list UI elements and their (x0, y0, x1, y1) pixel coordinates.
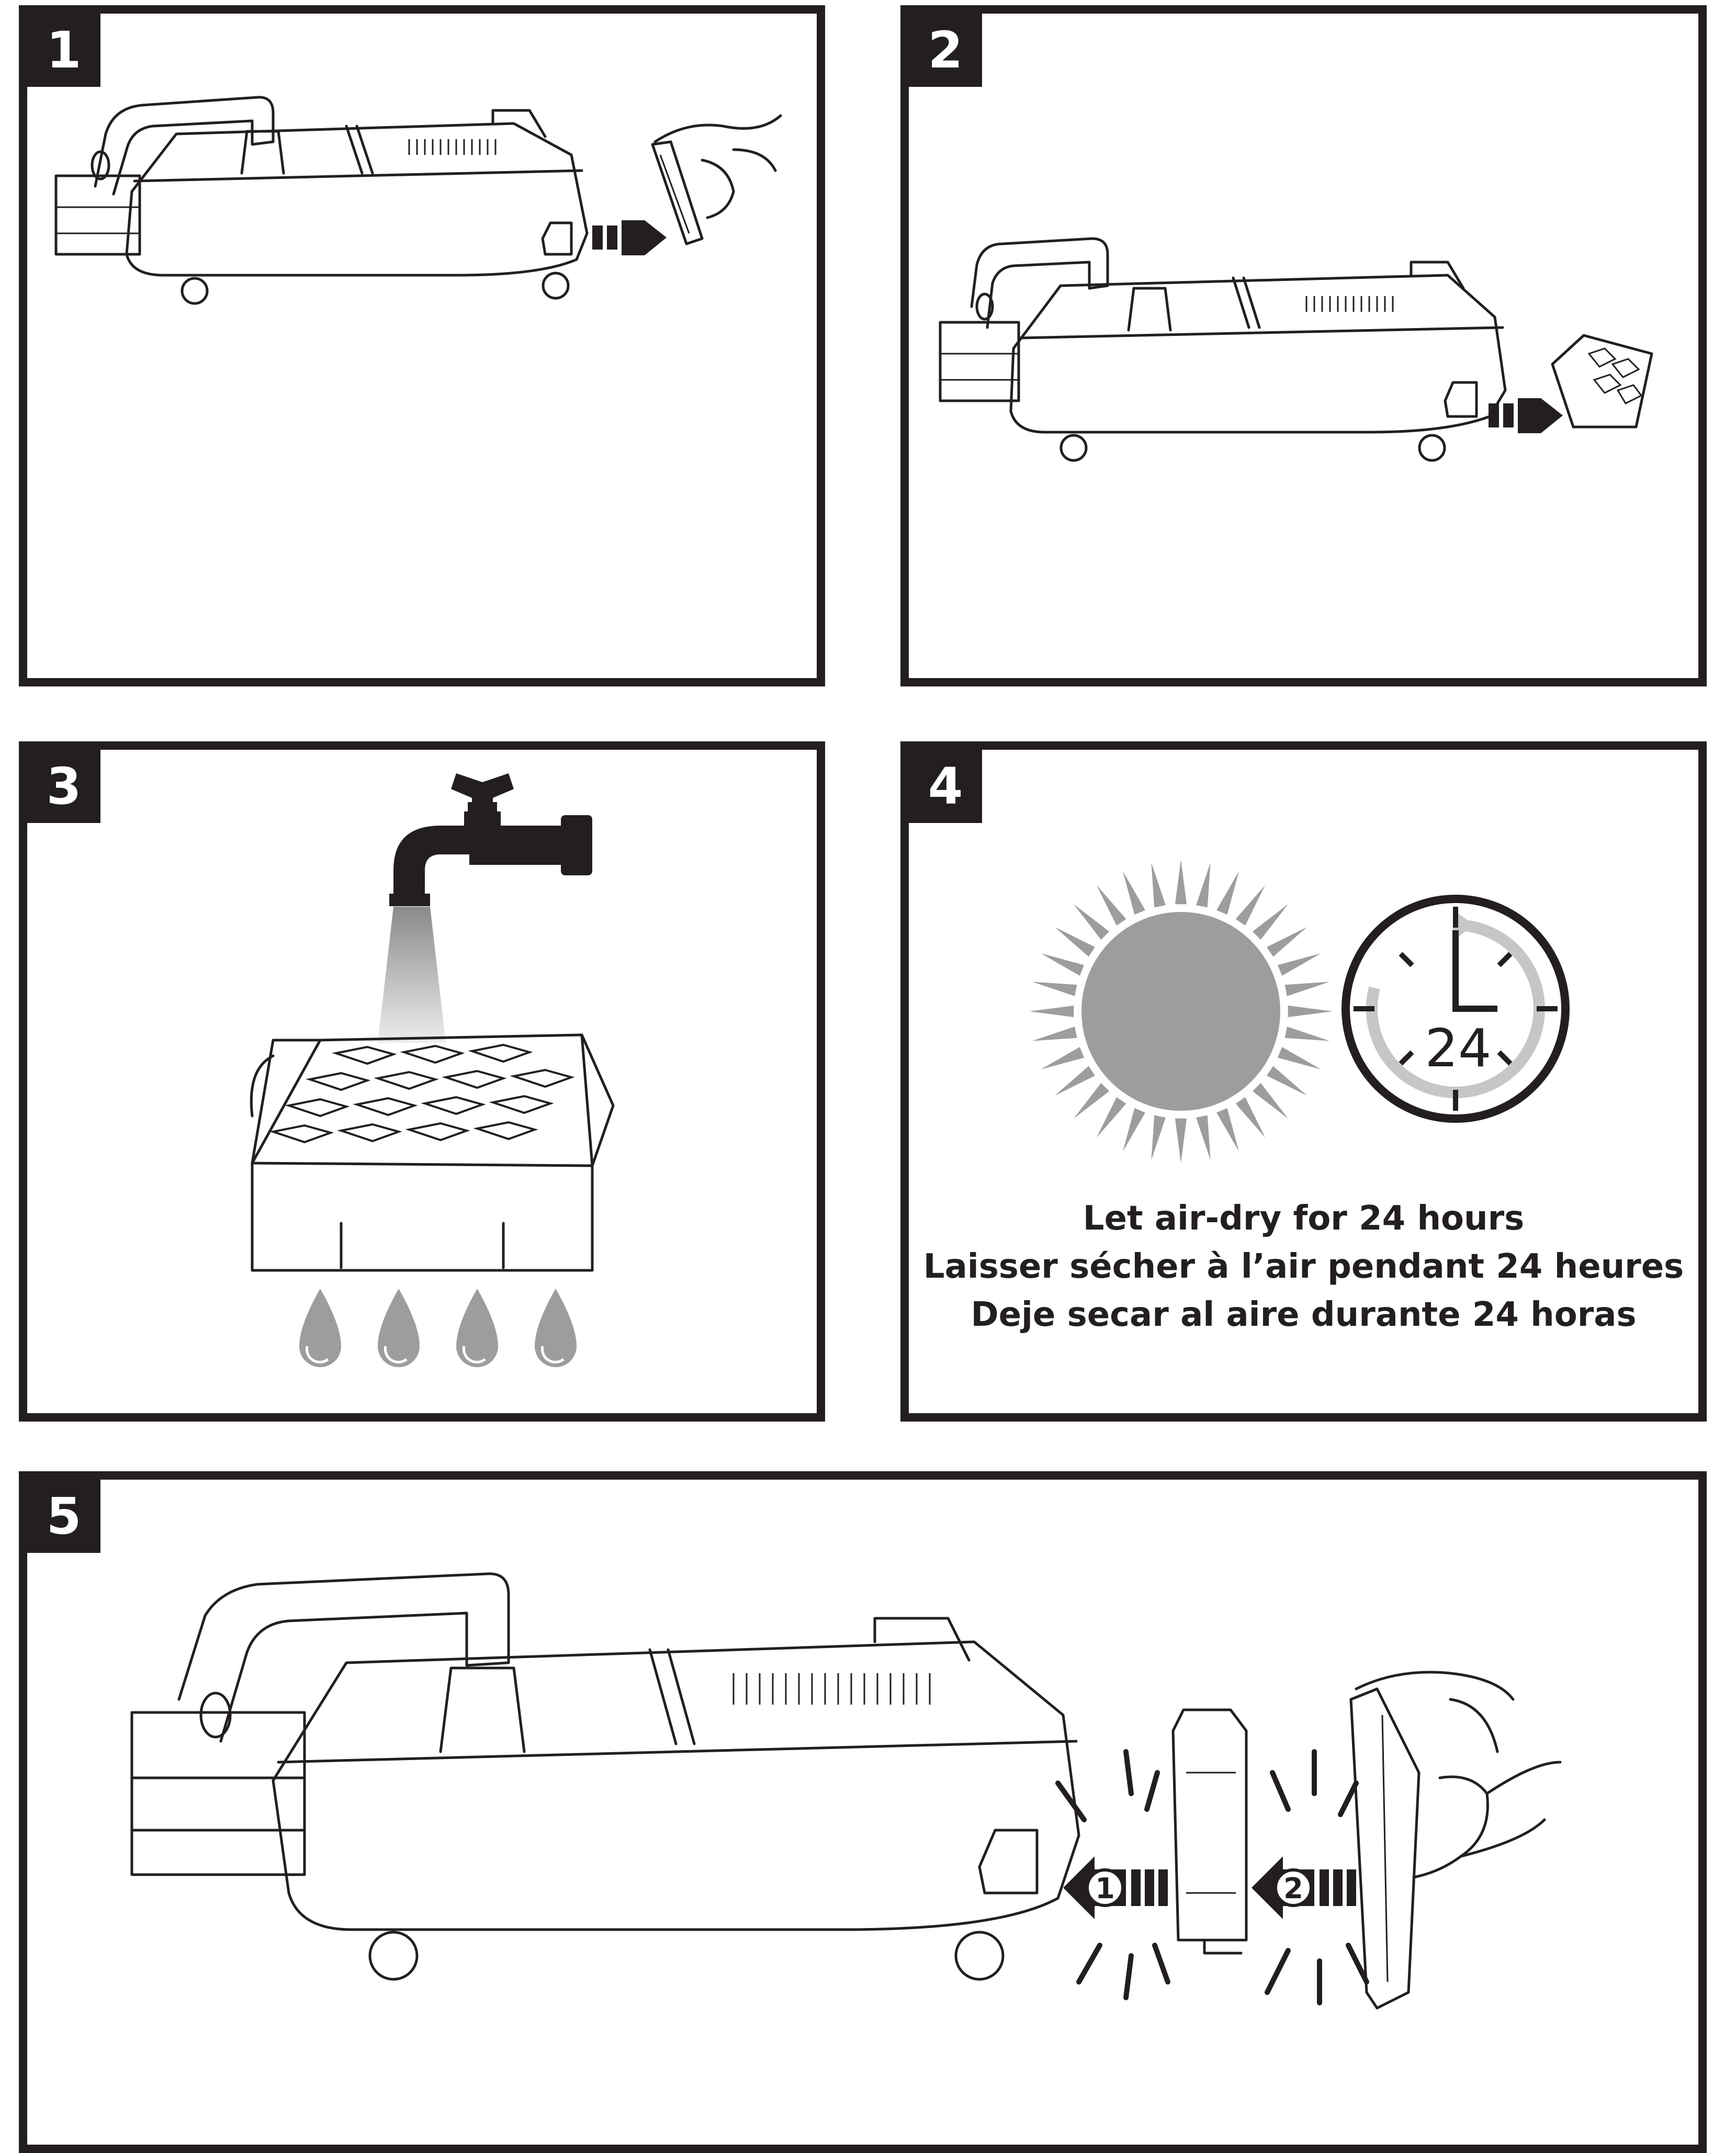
caption-line-fr: Laisser sécher à l’air pendant 24 heures (923, 1247, 1684, 1286)
sun-ray (1288, 1005, 1333, 1018)
clock-label: 24 (1425, 1018, 1491, 1079)
arrow-left-icon: 1 (1063, 1856, 1168, 1919)
caption-line-en: Let air-dry for 24 hours (1083, 1199, 1525, 1238)
sun-ray (1096, 885, 1126, 926)
vent-grille (732, 1673, 931, 1705)
step-2-badge: 2 (909, 14, 982, 87)
step-5-panel: 5 (19, 1471, 1707, 2153)
hand-icon (653, 114, 782, 219)
sun-ray (1267, 1066, 1307, 1096)
filter-part (1349, 1687, 1421, 2010)
impact-lines (1055, 1749, 1369, 2005)
sun-ray (1032, 982, 1077, 996)
sun-ray (1235, 885, 1266, 926)
wheel (954, 1931, 1005, 1981)
sun-ray (1151, 862, 1166, 908)
sun-ray (1123, 1108, 1145, 1152)
vent-grille (1305, 296, 1394, 312)
sun-ray (1235, 1097, 1266, 1138)
step-1-badge: 1 (27, 14, 100, 87)
filter-part (651, 140, 704, 245)
carpet-cleaner-machine (130, 1572, 1080, 1981)
sun-ray (1073, 1083, 1110, 1119)
sun-ray (1175, 860, 1187, 905)
sun-ray (1216, 871, 1239, 915)
sun-ray (1196, 862, 1211, 908)
carpet-cleaner-machine (54, 96, 589, 305)
step-3-illustration (250, 773, 615, 1367)
water-drop-icon (456, 1289, 498, 1367)
sun-ray (1196, 1115, 1211, 1160)
faucet-icon (389, 773, 592, 906)
water-drop-icon (535, 1289, 577, 1367)
hand-icon (1355, 1671, 1562, 1879)
wheel (1418, 434, 1446, 462)
water-drop-icon (299, 1289, 341, 1367)
step-5-badge: 5 (27, 1480, 100, 1553)
step-2-illustration (939, 237, 1653, 462)
sun-ray (1216, 1108, 1239, 1152)
step-1-illustration (54, 96, 782, 305)
step-4-illustration: 24 (1029, 860, 1570, 1163)
water-drop-icon (378, 1289, 420, 1367)
step-4-badge: 4 (909, 750, 982, 823)
step-5-illustration: 1 2 (130, 1572, 1562, 2010)
wheel (542, 272, 570, 300)
wheel (181, 277, 209, 305)
filter-part (1551, 334, 1653, 429)
sun-ray (1151, 1115, 1166, 1160)
water-spray (378, 907, 446, 1043)
step-1-panel: 1 (19, 5, 825, 686)
sun-ray (1032, 1027, 1077, 1041)
sun-ray (1123, 871, 1145, 915)
sun-icon (1029, 860, 1333, 1163)
sun-ray (1175, 1118, 1187, 1163)
sun-ray (1041, 953, 1085, 976)
arrow-right-icon (592, 220, 667, 255)
step-4-caption: Let air-dry for 24 hours Laisser sécher … (909, 1194, 1698, 1339)
caption-line-es: Deje secar al aire durante 24 horas (971, 1295, 1637, 1334)
arrow-left-icon: 2 (1252, 1856, 1356, 1919)
vent-grille (408, 139, 497, 155)
sub-step-1-label: 1 (1095, 1872, 1115, 1905)
step-4-panel: 4 24 Let air-dry for 24 hours Laisser sé… (900, 741, 1707, 1422)
filter-part (250, 1033, 615, 1272)
sun-ray (1277, 1047, 1321, 1069)
sub-step-2-label: 2 (1283, 1872, 1303, 1905)
sun-ray (1054, 927, 1095, 957)
sun-ray (1284, 982, 1330, 996)
sun-ray (1252, 1083, 1289, 1119)
sun-ray (1096, 1097, 1126, 1138)
filter-part (1171, 1708, 1248, 1955)
arrow-right-icon (1489, 398, 1563, 433)
wheel (368, 1931, 419, 1981)
sun-ray (1267, 927, 1307, 957)
wheel (1059, 434, 1088, 462)
sun-ray (1252, 904, 1289, 940)
sun-ray (1277, 953, 1321, 976)
clock-icon: 24 (1342, 895, 1570, 1123)
step-3-badge: 3 (27, 750, 100, 823)
carpet-cleaner-machine (939, 237, 1507, 462)
sun-ray (1041, 1047, 1085, 1069)
step-2-panel: 2 (900, 5, 1707, 686)
sun-ray (1073, 904, 1110, 940)
sun-ray (1284, 1027, 1330, 1041)
step-3-panel: 3 (19, 741, 825, 1422)
sun-ray (1054, 1066, 1095, 1096)
sun-ray (1029, 1005, 1074, 1018)
